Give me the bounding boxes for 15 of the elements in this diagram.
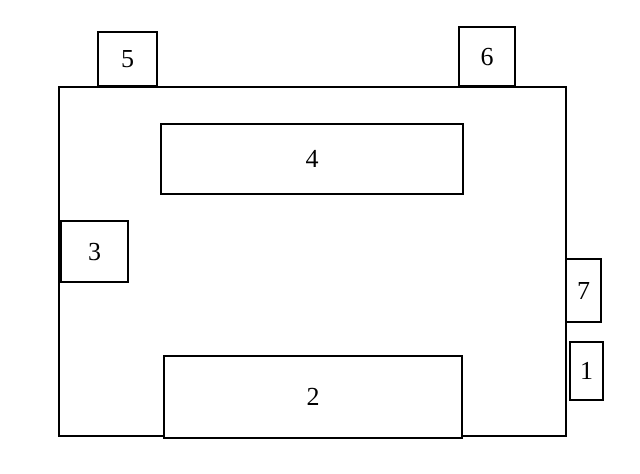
numbered-box — [163, 355, 463, 439]
numbered-box — [160, 123, 464, 195]
numbered-box — [565, 258, 602, 323]
box-number: 4 — [306, 146, 318, 172]
numbered-box — [97, 31, 158, 87]
numbered-box — [569, 341, 604, 401]
box-number: 6 — [480, 44, 494, 70]
box-number: 5 — [121, 46, 134, 72]
outer-box — [58, 86, 567, 437]
box-number: 3 — [88, 238, 101, 264]
box-number: 2 — [306, 384, 320, 410]
box-number: 7 — [577, 278, 590, 304]
numbered-box — [458, 26, 516, 87]
box-number: 1 — [580, 358, 593, 384]
numbered-box — [60, 220, 129, 283]
